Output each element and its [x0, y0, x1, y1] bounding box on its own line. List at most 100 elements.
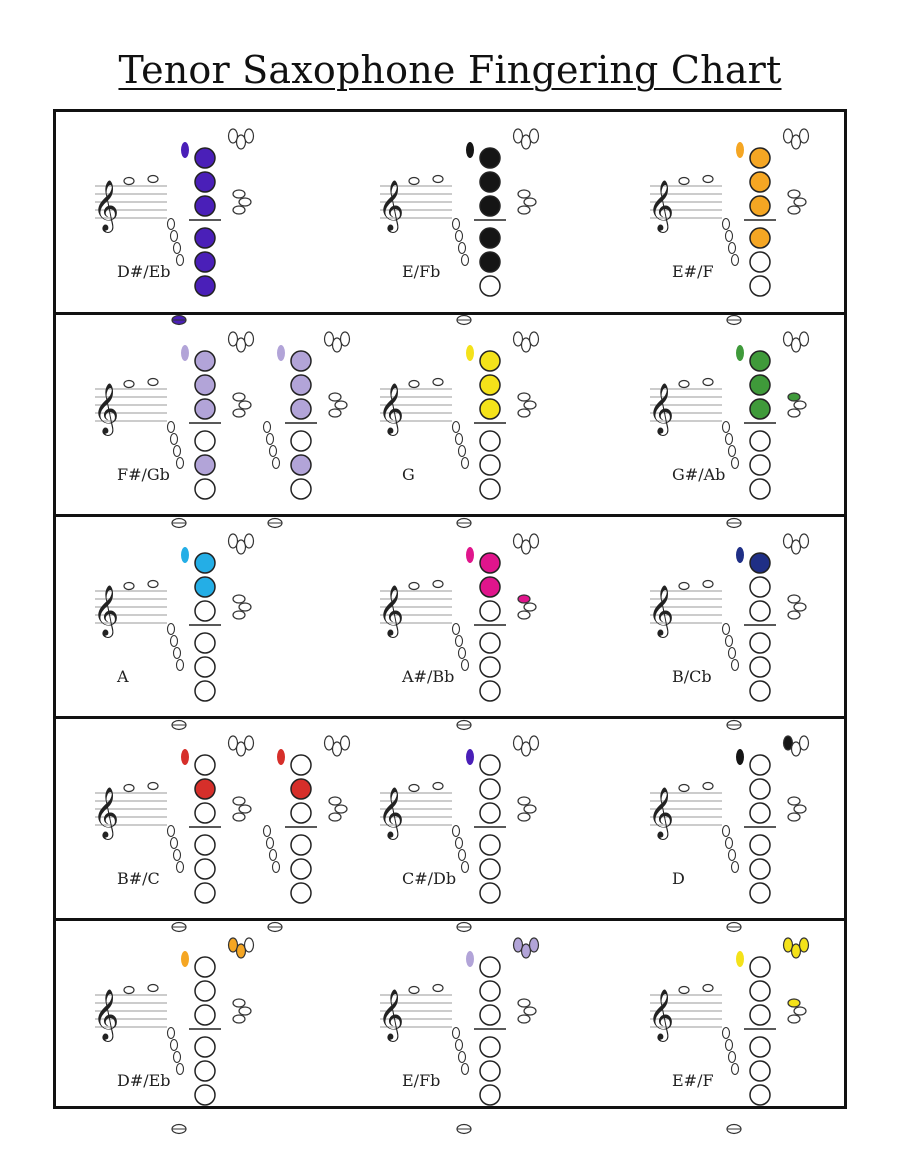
tone-hole-icon	[194, 147, 216, 169]
octave-key-icon	[736, 547, 744, 563]
tone-hole-icon	[749, 754, 771, 776]
tone-hole-icon	[479, 195, 501, 217]
pinky-key-icon	[169, 634, 179, 648]
octave-key-icon	[181, 142, 189, 158]
tone-hole-icon	[749, 600, 771, 622]
tone-hole-icon	[290, 374, 312, 396]
note-head-icon	[147, 983, 159, 993]
palm-key-icon	[782, 533, 794, 549]
palm-key-icon	[798, 937, 810, 953]
tone-hole-icon	[290, 350, 312, 372]
palm-key-icon	[235, 539, 247, 555]
chart-frame	[53, 109, 847, 1109]
palm-key-icon	[235, 337, 247, 353]
octave-key-icon	[466, 345, 474, 361]
tone-hole-icon	[194, 754, 216, 776]
tone-hole-icon	[749, 778, 771, 800]
palm-key-icon	[227, 533, 239, 549]
tone-hole-icon	[479, 576, 501, 598]
side-key-icon	[238, 602, 252, 612]
palm-key-icon	[520, 539, 532, 555]
note-label: A#/Bb	[401, 667, 454, 686]
note-head-icon	[408, 783, 420, 793]
pinky-key-icon	[721, 824, 731, 838]
pinky-key-icon	[271, 860, 281, 874]
tone-hole-icon	[749, 275, 771, 297]
treble-clef-icon: 𝄞	[648, 180, 674, 233]
note-head-icon	[123, 985, 135, 995]
tone-hole-icon	[290, 430, 312, 452]
tone-hole-icon	[479, 802, 501, 824]
palm-key-icon	[782, 128, 794, 144]
octave-key-icon	[181, 345, 189, 361]
palm-key-icon	[512, 331, 524, 347]
tone-hole-icon	[749, 478, 771, 500]
note-head-icon	[432, 983, 444, 993]
palm-key-icon	[323, 331, 335, 347]
palm-key-icon	[243, 331, 255, 347]
treble-clef-icon: 𝄞	[648, 787, 674, 840]
tone-hole-icon	[479, 600, 501, 622]
pinky-key-icon	[454, 1038, 464, 1052]
pinky-key-icon	[730, 1062, 740, 1076]
pinky-key-icon	[175, 456, 185, 470]
side-key-icon	[787, 796, 801, 806]
palm-key-icon	[790, 539, 802, 555]
side-key-icon	[238, 1006, 252, 1016]
treble-clef-icon: 𝄞	[378, 585, 404, 638]
pinky-key-icon	[451, 622, 461, 636]
pinky-key-icon	[454, 229, 464, 243]
palm-key-icon	[798, 735, 810, 751]
note-head-icon	[432, 781, 444, 791]
tone-hole-icon	[479, 374, 501, 396]
tone-hole-icon	[749, 350, 771, 372]
pinky-key-icon	[730, 253, 740, 267]
note-head-icon	[408, 379, 420, 389]
tone-hole-icon	[194, 1084, 216, 1106]
side-key-icon	[787, 610, 801, 620]
note-head-icon	[408, 176, 420, 186]
tone-hole-icon	[479, 171, 501, 193]
treble-clef-icon: 𝄞	[648, 989, 674, 1042]
tone-hole-icon	[194, 778, 216, 800]
pinky-key-icon	[724, 1038, 734, 1052]
side-key-icon	[238, 804, 252, 814]
note-head-icon	[702, 174, 714, 184]
palm-key-icon	[512, 937, 524, 953]
palm-key-icon	[235, 134, 247, 150]
note-head-icon	[702, 579, 714, 589]
pinky-key-icon	[721, 217, 731, 231]
side-key-icon	[232, 189, 246, 199]
pinky-key-icon	[172, 241, 182, 255]
note-label: D	[672, 869, 685, 888]
note-head-icon	[678, 176, 690, 186]
side-key-icon	[232, 205, 246, 215]
tone-hole-icon	[749, 980, 771, 1002]
tone-hole-icon	[479, 1036, 501, 1058]
note-label: C#/Db	[402, 869, 456, 888]
row-divider	[53, 514, 847, 517]
pinky-key-icon	[727, 1050, 737, 1064]
octave-key-icon	[277, 345, 285, 361]
pinky-key-icon	[457, 1050, 467, 1064]
palm-key-icon	[243, 937, 255, 953]
palm-key-icon	[520, 741, 532, 757]
tone-hole-icon	[749, 195, 771, 217]
pinky-key-icon	[262, 420, 272, 434]
note-head-icon	[678, 783, 690, 793]
side-key-icon	[517, 392, 531, 402]
pinky-key-icon	[451, 217, 461, 231]
pinky-key-icon	[262, 824, 272, 838]
palm-key-icon	[790, 337, 802, 353]
pinky-key-icon	[730, 456, 740, 470]
side-key-icon	[517, 594, 531, 604]
pinky-key-icon	[451, 420, 461, 434]
octave-key-icon	[466, 142, 474, 158]
side-key-icon	[787, 205, 801, 215]
pinky-key-icon	[169, 432, 179, 446]
treble-clef-icon: 𝄞	[378, 989, 404, 1042]
fingering-cell: 𝄞E/Fb	[378, 128, 540, 326]
pinky-key-icon	[166, 420, 176, 434]
palm-key-icon	[235, 741, 247, 757]
